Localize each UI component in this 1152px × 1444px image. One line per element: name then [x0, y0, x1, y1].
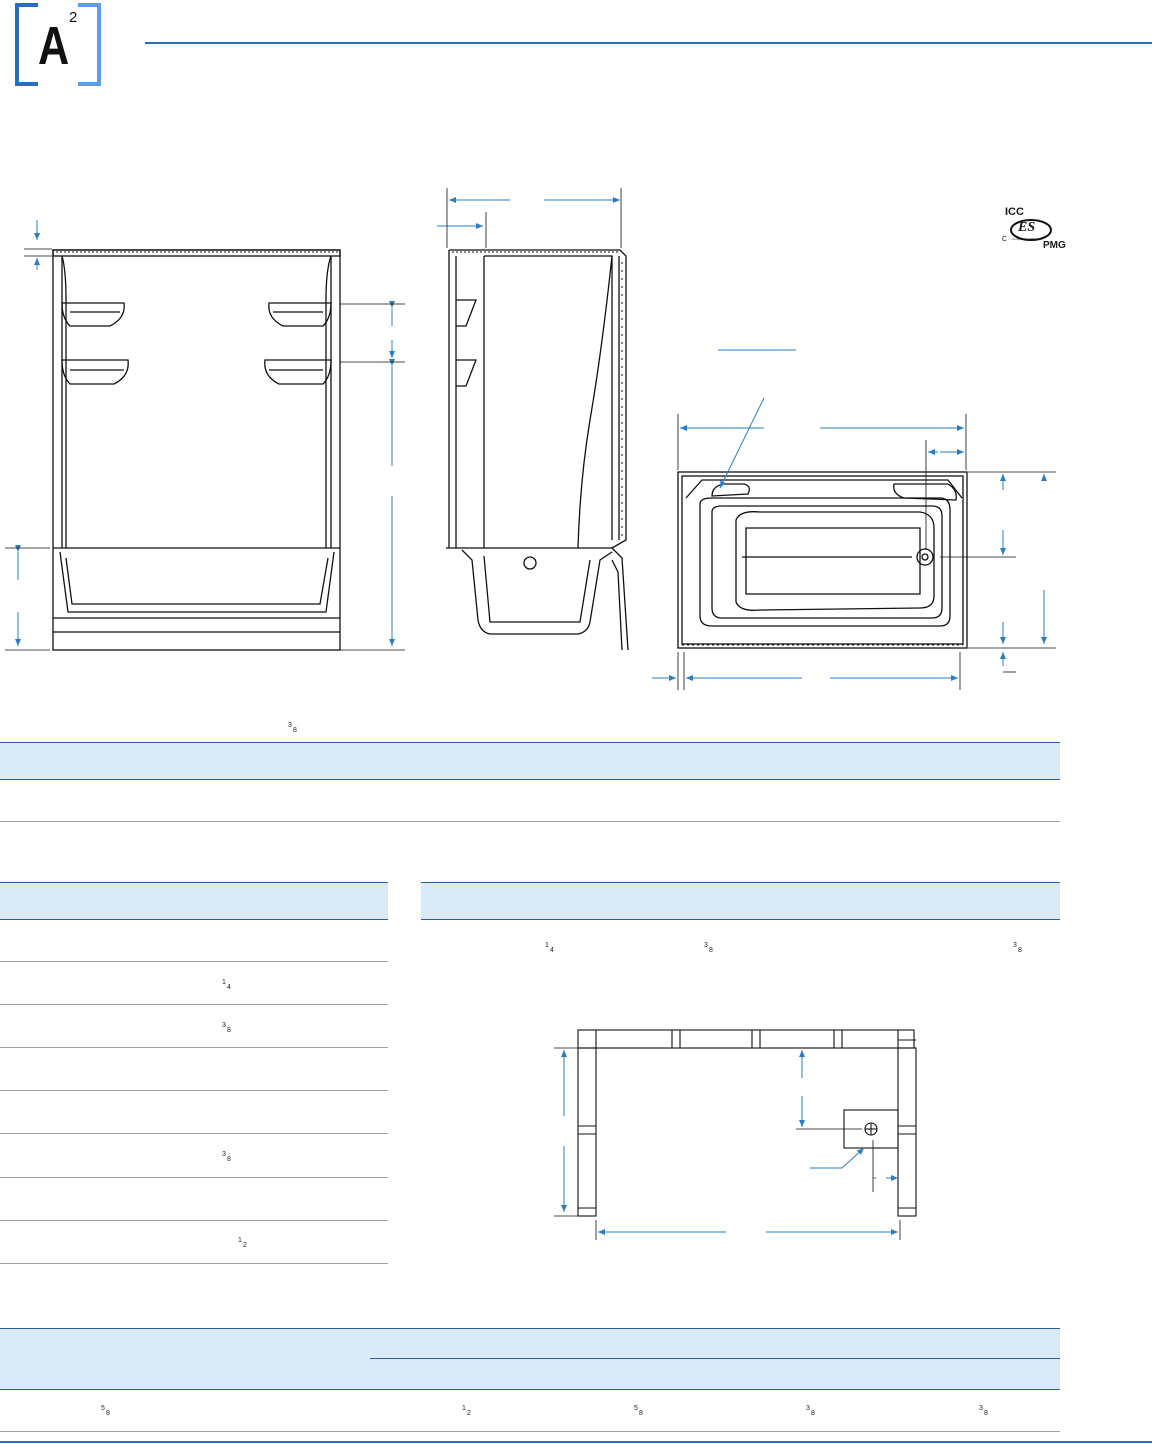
side-dimensions [437, 188, 622, 248]
right-table-header [421, 882, 1060, 920]
spec-table-row-rule [0, 821, 1060, 822]
left-table-row-rule-3 [0, 1047, 388, 1048]
logo-letter: A [38, 16, 70, 76]
logo: A 2 [14, 2, 102, 88]
bottom-table-header [0, 1328, 1060, 1390]
front-view [52, 249, 341, 651]
badge-pmg: PMG [1043, 240, 1066, 251]
logo-superscript: 2 [69, 9, 78, 26]
spec-table-header [0, 742, 1060, 780]
left-table-row-rule-2 [0, 1004, 388, 1005]
bottom-table-row-rule [0, 1431, 1060, 1432]
framing-plan [577, 1029, 917, 1217]
header-rule [145, 42, 1152, 44]
left-table-header [0, 882, 388, 920]
front-dimensions [5, 220, 405, 651]
badge-es: ES [1018, 220, 1036, 235]
left-table-row-rule-8 [0, 1263, 388, 1264]
left-table-row-rule-1 [0, 961, 388, 962]
icc-es-badge: ICC ES C Complies to EPC PMG [1000, 206, 1066, 254]
left-table-row-rule-7 [0, 1220, 388, 1221]
badge-c: C [1002, 236, 1008, 243]
framing-dimensions [554, 1047, 901, 1240]
badge-icc: ICC [1005, 206, 1024, 218]
side-view [446, 249, 629, 651]
top-view [677, 471, 968, 649]
badge-oval [1010, 219, 1052, 241]
badge-sub: Complies to EPC [1012, 237, 1035, 241]
left-table-row-rule-6 [0, 1177, 388, 1178]
bottom-table-header-divider [370, 1358, 1060, 1359]
left-table-row-rule-4 [0, 1090, 388, 1091]
footer-rule [0, 1441, 1152, 1443]
logo-frame [15, 3, 101, 86]
top-view-dimensions [652, 349, 1056, 690]
left-table-row-rule-5 [0, 1133, 388, 1134]
